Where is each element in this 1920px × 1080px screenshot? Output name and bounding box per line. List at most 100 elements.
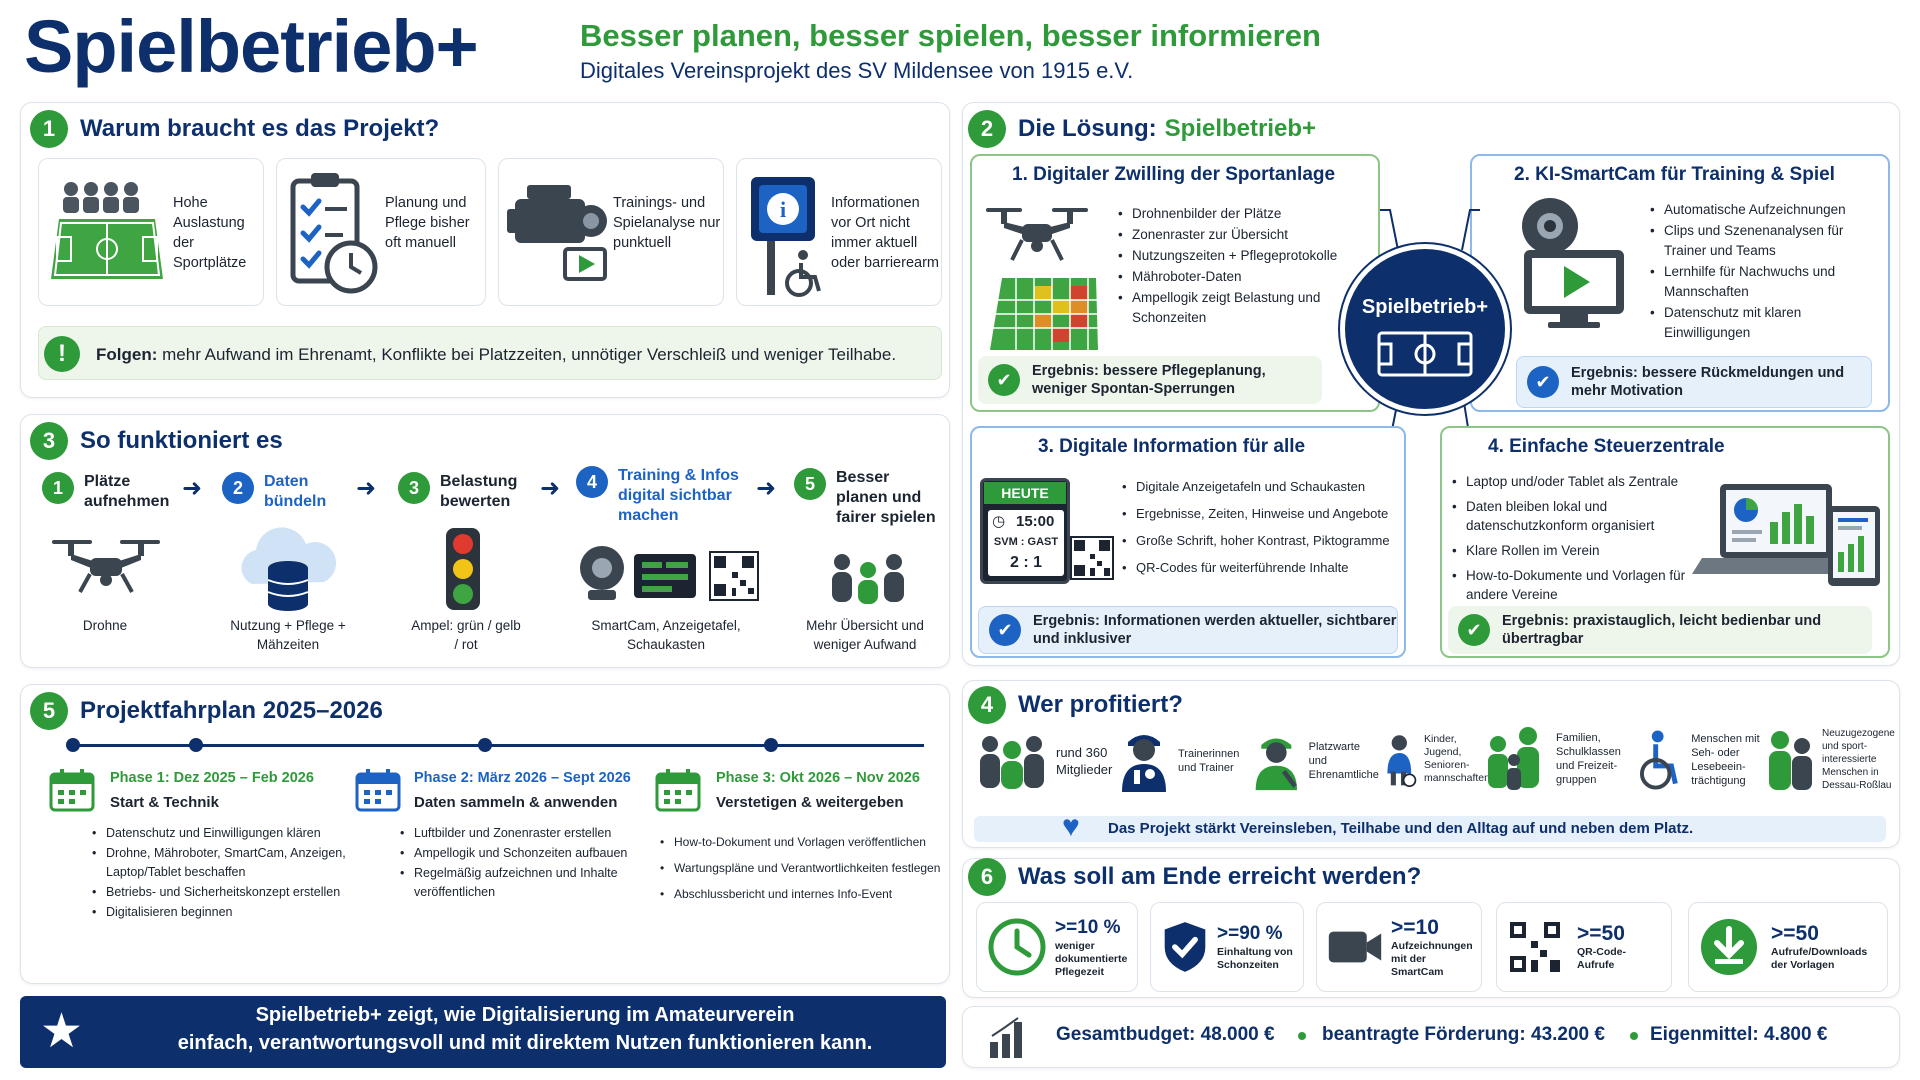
flow-step: 3 Belastung bewerten xyxy=(398,472,538,512)
phase-sub: Start & Technik xyxy=(110,794,219,811)
step-caption: Ampel: grün / gelb / rot xyxy=(411,618,521,652)
beneficiary-text: Neuzugezogene und sport-interessierte Me… xyxy=(1822,727,1895,791)
flow-step: 5 Besser planen und fairer spielen xyxy=(794,468,944,528)
benefit-banner-text: Das Projekt stärkt Vereinsleben, Teilhab… xyxy=(1108,820,1694,837)
goal-value: >=10 xyxy=(1391,915,1439,939)
section-number: 4 xyxy=(968,686,1006,724)
clock-icon xyxy=(988,918,1046,976)
camera-icon xyxy=(1328,931,1382,963)
drone-icon xyxy=(52,540,160,593)
timeline-dot xyxy=(478,738,492,752)
module-bullet: Lernhilfe für Nachwuchs und Mannschaften xyxy=(1650,262,1880,302)
step-label: Daten bündeln xyxy=(264,473,327,510)
phase-item: Digitalisieren beginnen xyxy=(92,903,362,922)
benefit-heading: 4 Wer profitiert? xyxy=(968,686,1183,724)
calendar-icon xyxy=(355,769,401,812)
step-caption: SmartCam, Anzeigetafel, Schaukasten xyxy=(591,618,741,652)
tagline: Besser planen, besser spielen, besser in… xyxy=(580,18,1321,53)
members-group-icon xyxy=(980,736,1044,789)
arrow-right-icon: ➜ xyxy=(356,475,377,502)
goal-value: >=90 % xyxy=(1217,923,1283,944)
beneficiary: Trainerinnen und Trainer xyxy=(1116,728,1246,794)
beneficiary-text: Menschen mit Seh- oder Lesebeein-trächti… xyxy=(1691,733,1760,787)
wheelchair-icon xyxy=(1639,730,1678,790)
benefit-banner xyxy=(974,816,1886,842)
goal-card: >=10 %weniger dokumentierte Pflegezeit xyxy=(976,902,1138,992)
calendar-icon xyxy=(655,769,701,812)
kids-football-icon xyxy=(1387,735,1417,788)
consequence-bar xyxy=(38,326,942,380)
arrow-right-icon: ➜ xyxy=(756,475,777,502)
flow-step: 2 Daten bündeln xyxy=(222,472,362,512)
subtitle: Digitales Vereinsprojekt des SV Mildense… xyxy=(580,58,1134,83)
checklist-clock-icon xyxy=(290,173,378,294)
step-number: 3 xyxy=(398,472,430,504)
goal-label: QR-Code-Aufrufe xyxy=(1577,946,1626,971)
beneficiary-text: Trainerinnen und Trainer xyxy=(1178,748,1240,774)
module-bullets: Automatische Aufzeichnungen Clips und Sz… xyxy=(1650,200,1880,344)
section-title-name: Spielbetrieb+ xyxy=(1164,115,1317,142)
section-title: Warum braucht es das Projekt? xyxy=(80,115,440,142)
footer-banner xyxy=(20,996,946,1068)
timeline-dot xyxy=(189,738,203,752)
beneficiary: Platzwarte und Ehrenamtliche xyxy=(1250,728,1380,794)
section-number: 1 xyxy=(30,110,68,148)
why-card: Trainings- und Spielanalyse nur punktuel… xyxy=(498,158,724,306)
newcomers-icon xyxy=(1769,731,1812,790)
step-number: 1 xyxy=(42,472,74,504)
scoreboard-time-value: 15:00 xyxy=(1016,513,1055,530)
qr-code-icon xyxy=(1508,920,1562,974)
scoreboard-time xyxy=(988,510,1064,576)
pitch-outline-icon xyxy=(1377,331,1473,377)
step-caption: Drohne xyxy=(82,618,128,633)
why-card: Hohe Auslastung der Sportplätze xyxy=(38,158,264,306)
exclamation-icon: ! xyxy=(44,336,80,372)
module-bullets: Laptop und/oder Tablet als Zentrale Date… xyxy=(1452,472,1692,605)
step-caption: Mehr Übersicht und weniger Aufwand xyxy=(806,618,924,652)
module-result: ✔ Ergebnis: bessere Pflegeplanung, wenig… xyxy=(978,356,1322,404)
goal-label: Aufzeichnungen mit der SmartCam xyxy=(1391,939,1473,978)
hub-circle xyxy=(1340,244,1510,414)
why-card-text: Informationen vor Ort nicht immer aktuel… xyxy=(831,195,939,271)
phase-item: Betriebs- und Sicherheitskonzept erstell… xyxy=(92,883,362,902)
module-bullet: Daten bleiben lokal und datenschutzkonfo… xyxy=(1452,497,1692,535)
phase-sub: Daten sammeln & anwenden xyxy=(414,794,618,811)
goal-value: >=50 xyxy=(1577,922,1625,945)
people-group-icon xyxy=(832,554,904,604)
module-result: ✔ Ergebnis: praxistauglich, leicht bedie… xyxy=(1448,606,1872,654)
module-result: ✔ Ergebnis: Informationen werden aktuell… xyxy=(978,606,1398,654)
module-bullets: Digitale Anzeigetafeln und Schaukasten E… xyxy=(1122,474,1402,582)
why-card: Planung und Pflege bisher oft manuell xyxy=(276,158,486,306)
clock-icon: ◷ xyxy=(992,513,1006,530)
heart-icon: ♥ xyxy=(1062,810,1080,843)
bullet-dot xyxy=(1630,1032,1638,1040)
beneficiary-text: Familien, Schulklassen und Freizeit-grup… xyxy=(1556,732,1621,786)
result-text: Ergebnis: Informationen werden aktueller… xyxy=(1033,613,1397,647)
result-text: Ergebnis: praxistauglich, leicht bedienb… xyxy=(1502,613,1822,647)
module-bullet: Datenschutz mit klaren Einwilligungen xyxy=(1650,303,1880,343)
module-title: 3. Digitale Information für alle xyxy=(1038,436,1306,457)
timeline-dot xyxy=(764,738,778,752)
module-bullet: Ampellogik zeigt Belastung und Schonzeit… xyxy=(1118,288,1368,328)
svg-text:i: i xyxy=(780,197,786,222)
module-bullet: Laptop und/oder Tablet als Zentrale xyxy=(1452,472,1692,491)
arrow-right-icon: ➜ xyxy=(540,475,561,502)
section-number: 2 xyxy=(968,110,1006,148)
consequence-text: Folgen: mehr Aufwand im Ehrenamt, Konfli… xyxy=(96,345,896,365)
goal-label: Aufrufe/Downloads der Vorlagen xyxy=(1771,946,1868,971)
section-number: 6 xyxy=(968,858,1006,896)
check-icon: ✔ xyxy=(1527,366,1559,398)
phase-name: Phase 2: März 2026 – Sept 2026 xyxy=(414,770,631,786)
scoreboard-teams: SVM : GAST xyxy=(993,536,1059,548)
groundskeeper-icon xyxy=(1255,738,1297,791)
roadmap-heading: 5 Projektfahrplan 2025–2026 xyxy=(30,692,383,730)
result-text: Ergebnis: bessere Pflegeplanung, weniger… xyxy=(1032,363,1266,397)
phase-item: Wartungspläne und Verantwortlichkeiten f… xyxy=(660,856,950,881)
shield-check-icon xyxy=(1164,922,1206,972)
page-title: Spielbetrieb+ xyxy=(24,5,479,88)
phase-items: How-to-Dokument und Vorlagen veröffentli… xyxy=(660,830,950,908)
step-number: 2 xyxy=(222,472,254,504)
flow-step: 1 Plätze aufnehmen xyxy=(42,472,182,512)
